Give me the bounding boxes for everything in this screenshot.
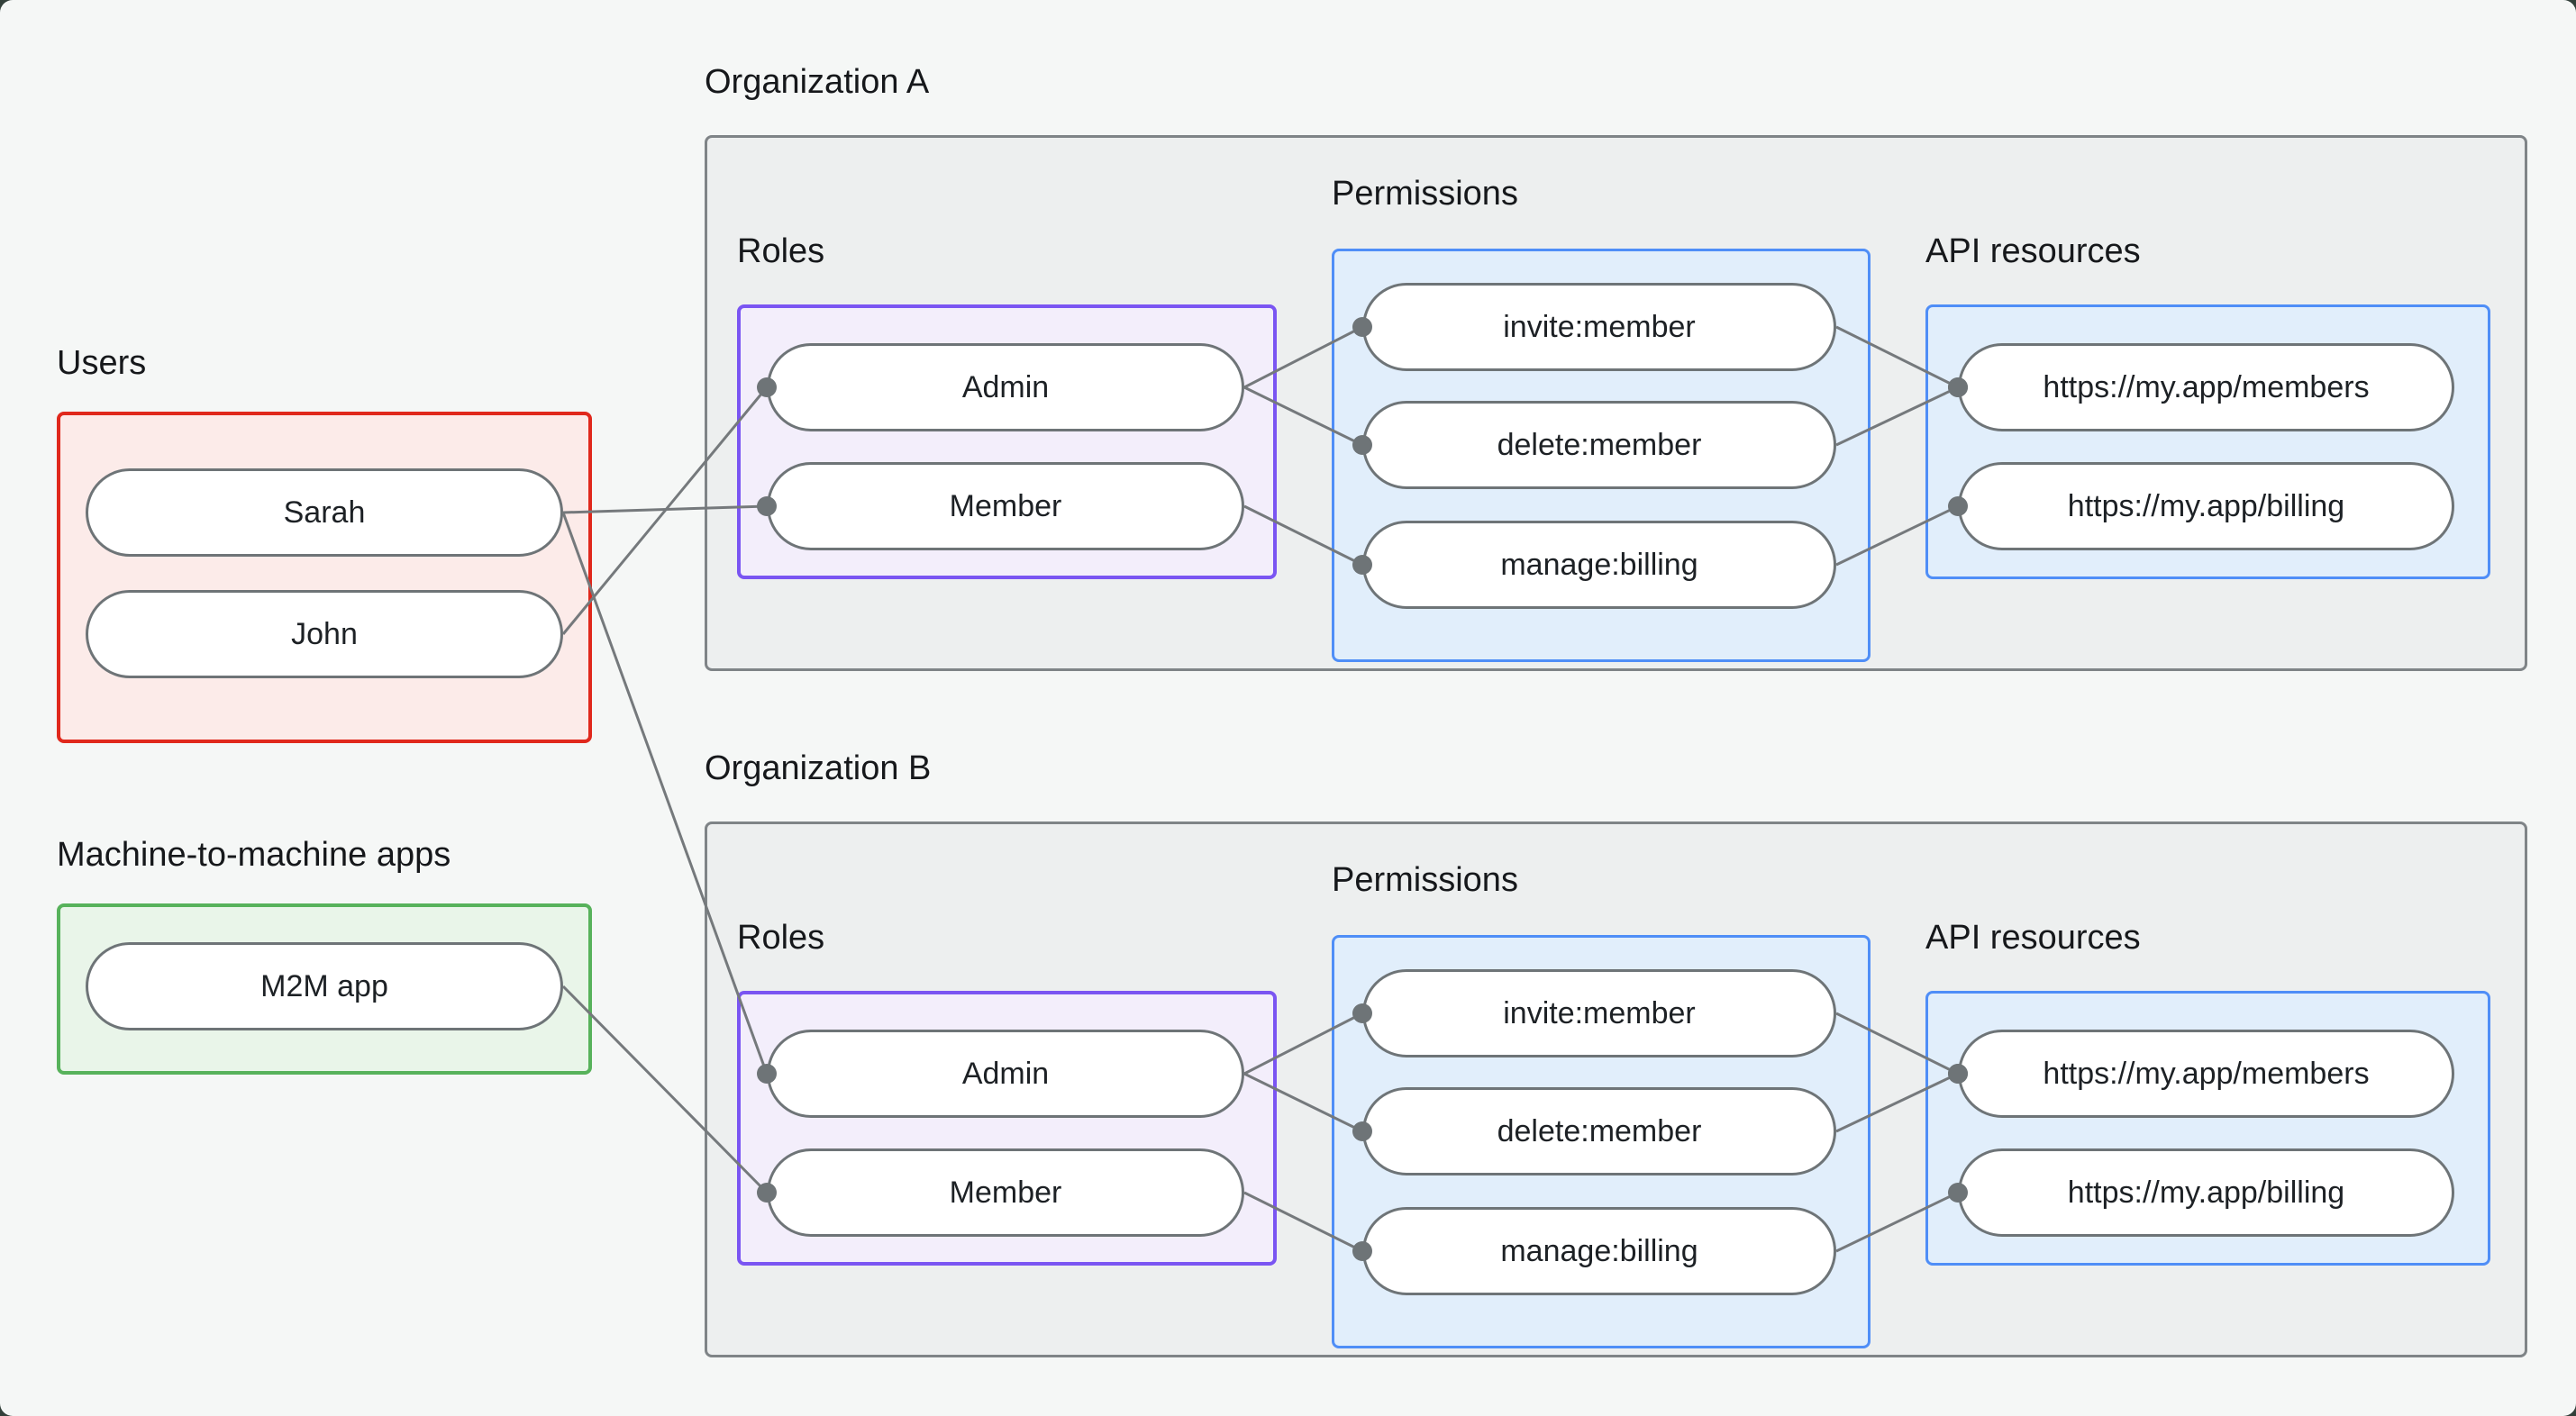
group-org-a-label: Organization A xyxy=(705,63,930,101)
group-api-b-label: API resources xyxy=(1925,919,2141,957)
group-users-label: Users xyxy=(57,344,147,382)
group-roles-b-label: Roles xyxy=(737,919,825,957)
group-permissions-b-label: Permissions xyxy=(1332,861,1518,899)
node-billing-a: https://my.app/billing xyxy=(1958,462,2454,550)
node-delete-b: delete:member xyxy=(1362,1087,1836,1175)
node-manage-a: manage:billing xyxy=(1362,521,1836,609)
node-members-a: https://my.app/members xyxy=(1958,343,2454,431)
group-m2m-label: Machine-to-machine apps xyxy=(57,836,451,874)
group-org-b-label: Organization B xyxy=(705,749,932,787)
node-member-a: Member xyxy=(767,462,1244,550)
group-api-a-label: API resources xyxy=(1925,232,2141,270)
group-permissions-a-label: Permissions xyxy=(1332,175,1518,213)
node-admin-a: Admin xyxy=(767,343,1244,431)
group-roles-a-label: Roles xyxy=(737,232,825,270)
node-members-b: https://my.app/members xyxy=(1958,1030,2454,1118)
node-invite-a: invite:member xyxy=(1362,283,1836,371)
node-sarah: Sarah xyxy=(86,468,563,557)
node-m2m-app: M2M app xyxy=(86,942,563,1030)
node-manage-b: manage:billing xyxy=(1362,1207,1836,1295)
group-users-box xyxy=(57,412,592,743)
node-member-b: Member xyxy=(767,1148,1244,1237)
node-invite-b: invite:member xyxy=(1362,969,1836,1057)
node-admin-b: Admin xyxy=(767,1030,1244,1118)
node-delete-a: delete:member xyxy=(1362,401,1836,489)
node-billing-b: https://my.app/billing xyxy=(1958,1148,2454,1237)
node-john: John xyxy=(86,590,563,678)
